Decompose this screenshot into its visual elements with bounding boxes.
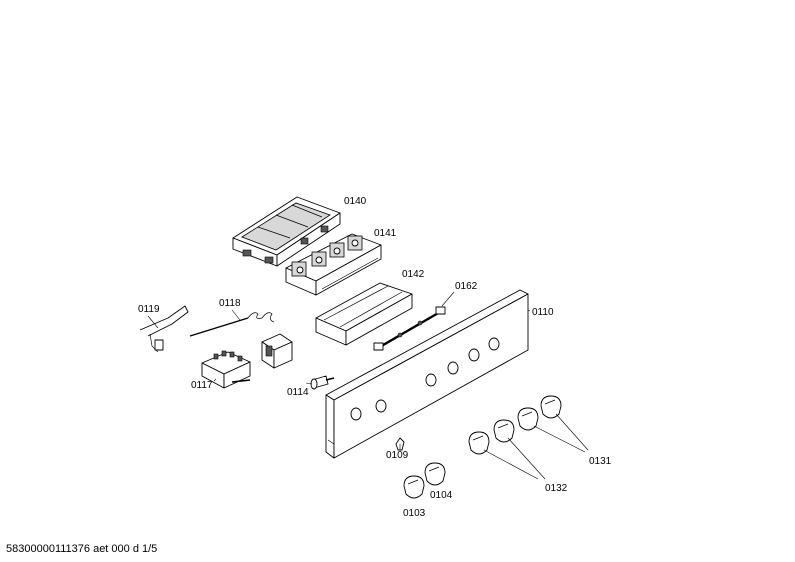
part-0119-bracket [139,305,189,353]
label-0140: 0140 [344,196,367,207]
part-0132-knobs [468,419,546,480]
label-0114: 0114 [287,387,309,398]
label-0118: 0118 [219,298,241,309]
part-0114-shaft [305,375,335,390]
part-0142-cover [315,282,413,346]
part-0141-terminal-block [285,233,382,296]
label-0103: 0103 [403,508,426,519]
part-0103-knob [403,475,425,499]
part-0131-knobs [517,395,589,453]
label-0142: 0142 [402,269,425,280]
part-thermostat-body [261,333,293,369]
part-0118-capillary [189,309,275,337]
label-0109: 0109 [386,450,409,461]
label-0162: 0162 [455,281,478,292]
label-0119: 0119 [138,304,160,315]
label-0104: 0104 [430,490,453,501]
label-0132: 0132 [545,483,568,494]
part-0140-tray [232,196,341,267]
label-0110: 0110 [532,307,554,318]
label-0131: 0131 [589,456,612,467]
document-footer-code: 58300000111376 aet 000 d 1/5 [6,543,158,555]
part-0109-clip [395,437,405,451]
part-0117-selector-switch [201,350,251,389]
label-0141: 0141 [374,228,397,239]
part-0110-control-panel [325,289,531,459]
part-0162-connector [373,291,455,351]
part-0104-knob [424,462,446,486]
label-0117: 0117 [191,380,213,391]
